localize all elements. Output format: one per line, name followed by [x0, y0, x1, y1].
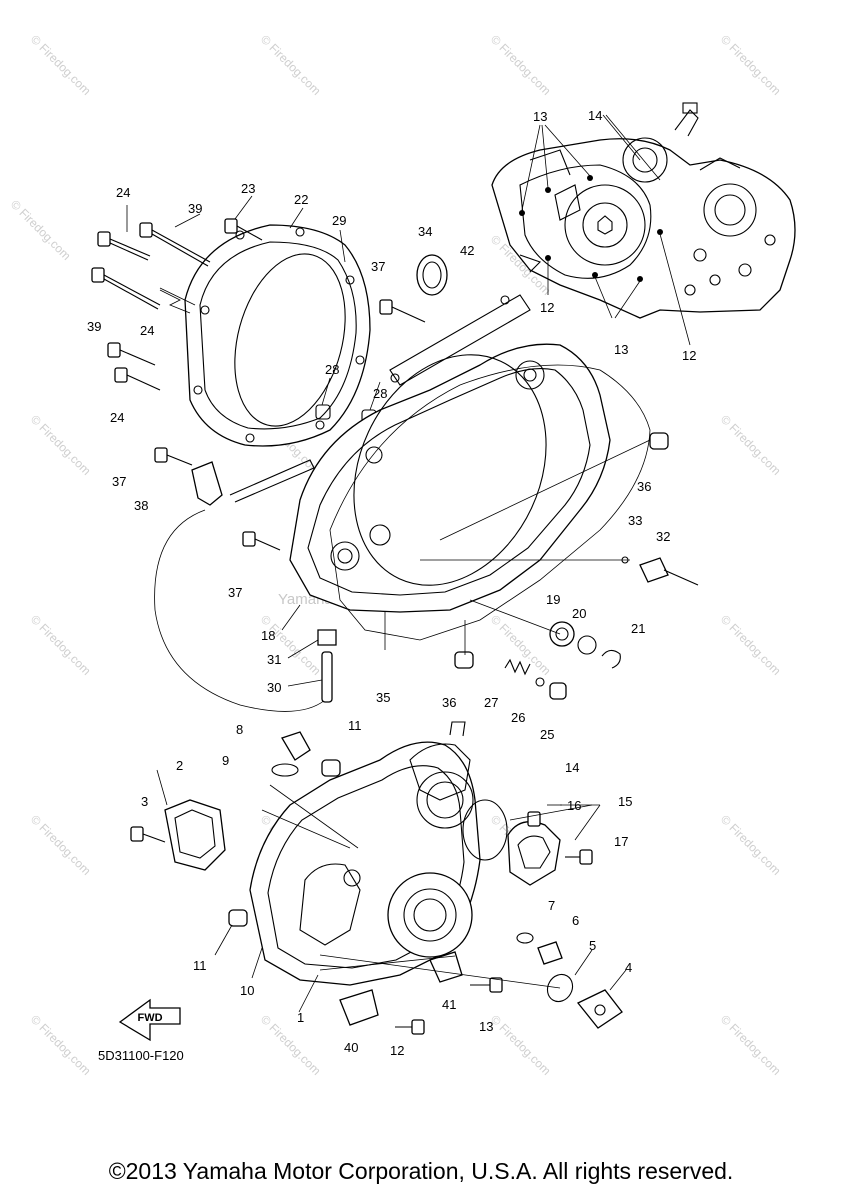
callout-1: 1 — [297, 1010, 304, 1025]
callout-39: 39 — [87, 319, 101, 334]
callout-labels: 1 2 3 4 5 6 7 8 9 10 11 11 12 12 12 13 1… — [87, 108, 696, 1058]
watermark: © Firedog.com — [488, 612, 554, 678]
callout-33: 33 — [628, 513, 642, 528]
callout-11: 11 — [193, 958, 207, 973]
callout-15: 15 — [618, 794, 632, 809]
callout-37: 37 — [371, 259, 385, 274]
callout-18: 18 — [261, 628, 275, 643]
callout-14: 14 — [565, 760, 579, 775]
watermark: © Firedog.com — [718, 32, 784, 98]
callout-2: 2 — [176, 758, 183, 773]
callout-28: 28 — [325, 362, 339, 377]
callout-32: 32 — [656, 529, 670, 544]
callout-17: 17 — [614, 834, 628, 849]
callout-35: 35 — [376, 690, 390, 705]
callout-39: 39 — [188, 201, 202, 216]
callout-14: 14 — [588, 108, 602, 123]
callout-40: 40 — [344, 1040, 358, 1055]
callout-12: 12 — [390, 1043, 404, 1058]
engine-side-view — [491, 102, 796, 346]
crankcase-cover — [154, 254, 699, 712]
callout-6: 6 — [572, 913, 579, 928]
watermark: © Firedog.com — [28, 612, 94, 678]
callout-26: 26 — [511, 710, 525, 725]
callout-41: 41 — [442, 997, 456, 1012]
callout-4: 4 — [625, 960, 632, 975]
callout-24: 24 — [110, 410, 124, 425]
watermark: © Firedog.com — [718, 1012, 784, 1078]
callout-9: 9 — [222, 753, 229, 768]
diagram-code: 5D31100-F120 — [98, 1048, 184, 1063]
callout-13: 13 — [614, 342, 628, 357]
callout-12: 12 — [540, 300, 554, 315]
callout-22: 22 — [294, 192, 308, 207]
fwd-arrow-icon: FWD — [118, 998, 181, 1042]
callout-24: 24 — [116, 185, 130, 200]
watermark: © Firedog.com — [28, 412, 94, 478]
callout-36: 36 — [442, 695, 456, 710]
callout-31: 31 — [267, 652, 281, 667]
callout-42: 42 — [460, 243, 474, 258]
callout-13: 13 — [533, 109, 547, 124]
callout-5: 5 — [589, 938, 596, 953]
callout-10: 10 — [240, 983, 254, 998]
copyright-notice: ©2013 Yamaha Motor Corporation, U.S.A. A… — [108, 1158, 734, 1184]
callout-29: 29 — [332, 213, 346, 228]
fwd-label: FWD — [137, 1012, 162, 1024]
watermark: © Firedog.com — [718, 812, 784, 878]
callout-3: 3 — [141, 794, 148, 809]
callout-13: 13 — [479, 1019, 493, 1034]
watermark: © Firedog.com — [258, 1012, 324, 1078]
callout-24: 24 — [140, 323, 154, 338]
callout-16: 16 — [567, 798, 581, 813]
right-crankcase-cover — [130, 721, 627, 1035]
watermark: © Firedog.com — [488, 1012, 554, 1078]
callout-37: 37 — [112, 474, 126, 489]
callout-28: 28 — [373, 386, 387, 401]
callout-11: 11 — [348, 718, 362, 733]
watermark: © Firedog.com — [28, 1012, 94, 1078]
watermark: © Firedog.com — [258, 32, 324, 98]
callout-20: 20 — [572, 606, 586, 621]
clutch-cover-outer — [91, 195, 381, 447]
watermark: © Firedog.com — [488, 32, 554, 98]
callout-36: 36 — [637, 479, 651, 494]
callout-7: 7 — [548, 898, 555, 913]
watermark: © Firedog.com — [718, 612, 784, 678]
callout-12: 12 — [682, 348, 696, 363]
callout-38: 38 — [134, 498, 148, 513]
callout-34: 34 — [418, 224, 432, 239]
callout-37: 37 — [228, 585, 242, 600]
callout-27: 27 — [484, 695, 498, 710]
callout-21: 21 — [631, 621, 645, 636]
watermark: © Firedog.com — [258, 612, 324, 678]
watermark: © Firedog.com — [8, 197, 74, 263]
callout-8: 8 — [236, 722, 243, 737]
callout-23: 23 — [241, 181, 255, 196]
callout-30: 30 — [267, 680, 281, 695]
watermark: © Firedog.com — [28, 32, 94, 98]
watermark: © Firedog.com — [28, 812, 94, 878]
callout-25: 25 — [540, 727, 554, 742]
callout-19: 19 — [546, 592, 560, 607]
watermark: © Firedog.com — [718, 412, 784, 478]
